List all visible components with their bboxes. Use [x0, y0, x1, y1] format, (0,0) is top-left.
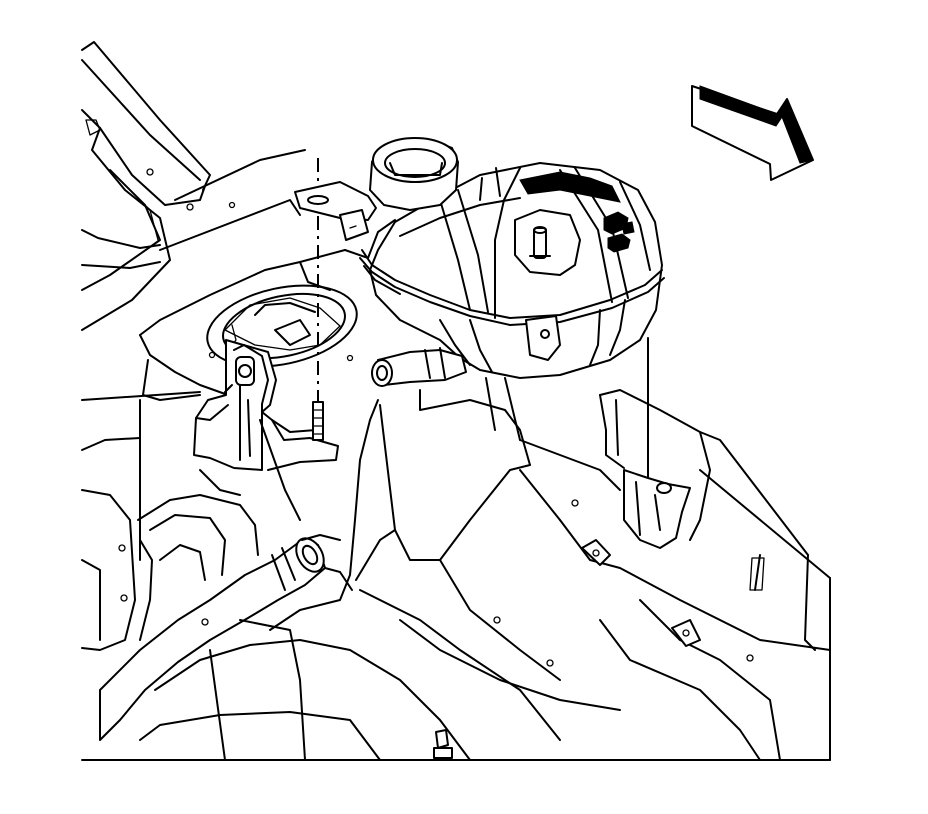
cowl-panel — [81, 41, 306, 331]
radiator-hose — [99, 377, 621, 741]
engine-components — [81, 399, 831, 761]
inner-fender-panel — [493, 337, 831, 761]
strut-tower — [81, 219, 396, 401]
reservoir-bracket — [193, 339, 339, 471]
coolant-reservoir — [359, 137, 665, 387]
mounting-stud — [294, 158, 377, 441]
arrow-icon — [691, 85, 814, 181]
